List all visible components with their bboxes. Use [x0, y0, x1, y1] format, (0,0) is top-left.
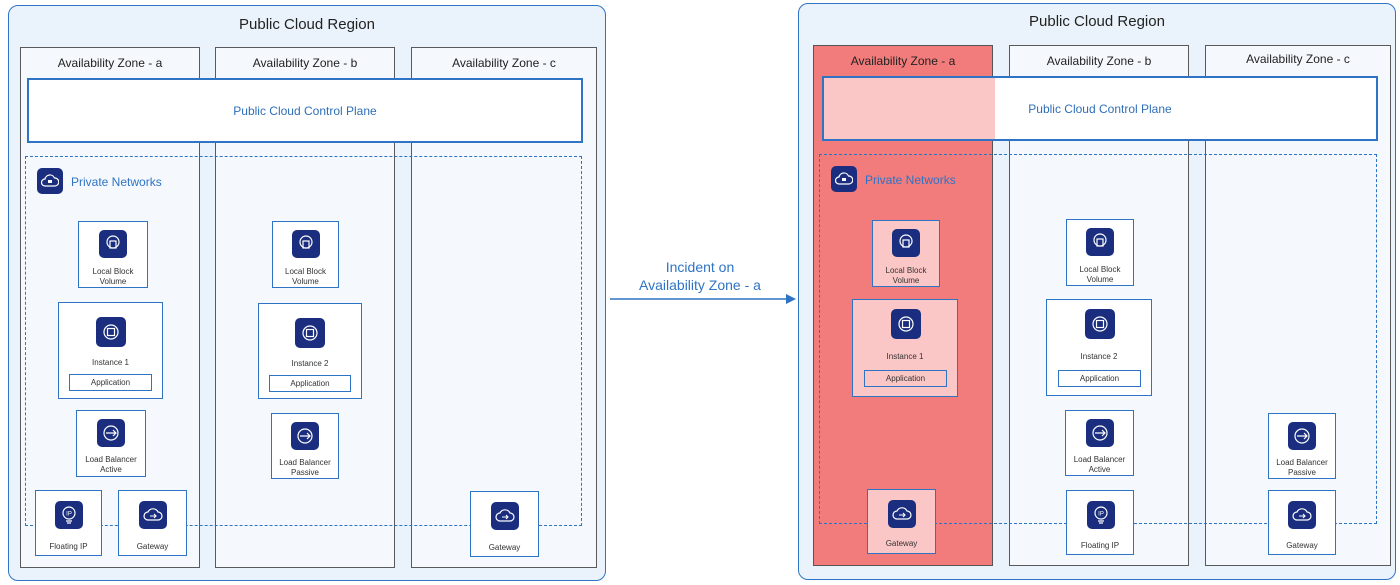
card-label: Load Balancer	[1073, 455, 1126, 464]
left-control-plane: Public Cloud Control Plane	[27, 78, 583, 143]
application-box: Application	[1058, 370, 1141, 387]
card-label: Load Balancer	[85, 455, 137, 464]
card-label: Passive	[290, 468, 319, 477]
card-label: Floating IP	[49, 542, 88, 551]
incident-arrow	[610, 294, 796, 304]
card-label: Volume	[292, 277, 319, 286]
card-label: Passive	[1287, 468, 1316, 477]
card-label: Gateway	[1286, 541, 1318, 550]
load-balancer-icon	[1086, 419, 1114, 447]
floating-ip-b: IP Floating IP	[1066, 490, 1134, 555]
control-plane-label: Public Cloud Control Plane	[233, 103, 377, 118]
svg-text:IP: IP	[66, 512, 72, 518]
right-region-title: Public Cloud Region	[1029, 13, 1165, 30]
instance-icon	[96, 317, 126, 347]
instance-1: Instance 1 Application	[58, 302, 163, 399]
application-box: Application	[69, 374, 152, 391]
load-balancer-icon	[1288, 422, 1316, 450]
application-box: Application	[269, 375, 351, 392]
storage-icon	[892, 229, 920, 257]
instance-2: Instance 2 Application	[1046, 299, 1152, 396]
gateway-icon	[491, 502, 519, 530]
instance-2: Instance 2 Application	[258, 303, 362, 399]
card-label: Volume	[892, 276, 920, 285]
floating-ip-icon: IP	[55, 501, 83, 529]
gateway-c: Gateway	[470, 491, 539, 557]
zone-title: Availability Zone - b	[252, 56, 358, 70]
zone-title: Availability Zone - c	[1246, 52, 1350, 66]
load-balancer-icon	[97, 419, 125, 447]
card-label: Local Block	[885, 266, 927, 275]
card-label: Active	[100, 465, 122, 474]
card-label: Volume	[1086, 275, 1114, 284]
instance-icon	[891, 309, 921, 339]
gateway-a-failed: Gateway	[867, 489, 936, 554]
svg-text:IP: IP	[1098, 512, 1104, 518]
card-label: Volume	[99, 277, 127, 286]
card-label: Load Balancer	[1276, 458, 1328, 467]
card-label: Gateway	[136, 542, 169, 551]
zone-title: Availability Zone - a	[850, 54, 956, 68]
card-label: Gateway	[488, 543, 521, 552]
right-control-plane: Public Cloud Control Plane	[822, 76, 1378, 141]
local-block-volume-a: Local Block Volume	[78, 221, 148, 288]
local-block-volume-b: Local Block Volume	[272, 221, 339, 288]
zone-title: Availability Zone - c	[452, 56, 556, 70]
incident-line-2: Availability Zone - a	[639, 277, 761, 293]
control-plane-label: Public Cloud Control Plane	[1028, 101, 1172, 116]
card-label: Local Block	[285, 267, 326, 276]
instance-1-failed: Instance 1 Application	[852, 299, 958, 397]
card-label: Instance 1	[886, 352, 924, 361]
gateway-icon	[1288, 501, 1316, 529]
card-label: Floating IP	[1080, 541, 1120, 550]
card-label: Instance 2	[1080, 352, 1118, 361]
card-label: Instance 2	[291, 359, 329, 368]
local-block-volume-a-failed: Local Block Volume	[872, 220, 940, 287]
load-balancer-active: Load Balancer Active	[1065, 410, 1134, 476]
floating-ip-icon: IP	[1087, 501, 1115, 529]
zone-title: Availability Zone - b	[1046, 54, 1152, 68]
card-label: Local Block	[1079, 265, 1121, 274]
instance-icon	[1085, 309, 1115, 339]
storage-icon	[99, 230, 127, 258]
floating-ip-a: IP Floating IP	[35, 490, 102, 556]
network-icon	[831, 166, 857, 192]
gateway-a: Gateway	[118, 490, 187, 556]
card-label: Active	[1088, 465, 1111, 474]
load-balancer-passive: Load Balancer Passive	[271, 413, 339, 479]
card-label: Instance 1	[92, 358, 129, 367]
private-networks-label: Private Networks	[865, 173, 956, 187]
incident-line-1: Incident on	[665, 259, 735, 275]
card-label: Local Block	[92, 267, 134, 276]
incident-label: Incident on Availability Zone - a	[610, 258, 790, 294]
gateway-c: Gateway	[1268, 490, 1336, 555]
local-block-volume-b: Local Block Volume	[1066, 219, 1134, 286]
load-balancer-passive: Load Balancer Passive	[1268, 413, 1336, 479]
load-balancer-icon	[291, 422, 319, 450]
storage-icon	[1086, 228, 1114, 256]
left-region-title: Public Cloud Region	[239, 16, 375, 33]
application-box: Application	[864, 370, 947, 387]
card-label: Gateway	[885, 539, 918, 548]
instance-icon	[295, 318, 325, 348]
private-networks-label: Private Networks	[71, 175, 162, 189]
left-private-networks	[25, 156, 582, 526]
card-label: Load Balancer	[279, 458, 331, 467]
storage-icon	[292, 230, 320, 258]
gateway-icon	[888, 500, 916, 528]
zone-title: Availability Zone - a	[57, 56, 163, 70]
network-icon	[37, 168, 63, 194]
load-balancer-active: Load Balancer Active	[76, 410, 146, 477]
gateway-icon	[139, 501, 167, 529]
